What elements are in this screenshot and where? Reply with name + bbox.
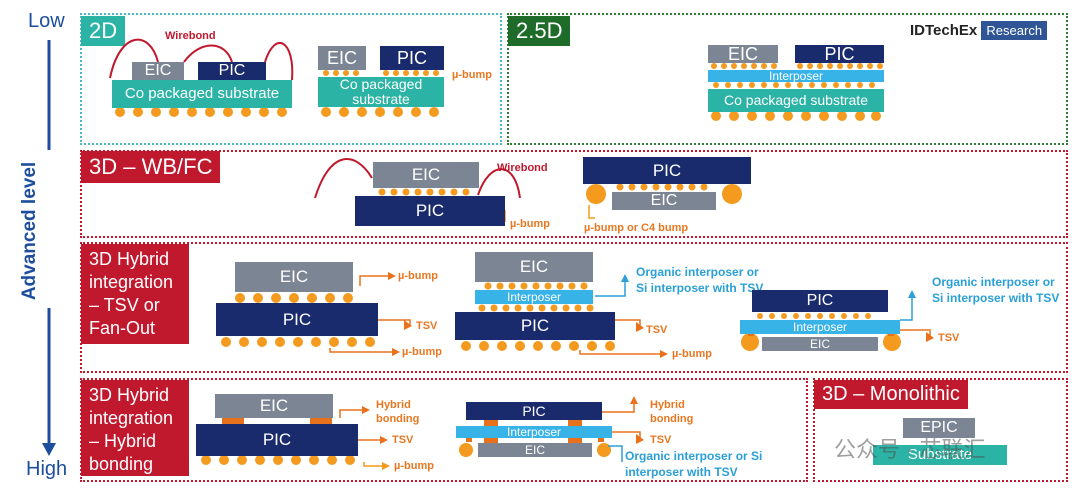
axis-high-label: High xyxy=(26,458,68,480)
2d-ubump-label: µ-bump xyxy=(452,69,492,81)
panel-2d xyxy=(80,13,502,145)
tsv-right-pic-chip: PIC xyxy=(752,290,888,312)
hb-left-ubump-label: µ-bump xyxy=(394,460,434,472)
2d-fc-substrate: Co packaged substrate xyxy=(318,77,444,107)
tag-3d-wbfc: 3D – WB/FC xyxy=(81,151,221,183)
tsv-right-interposer-label: Organic interposer or Si interposer with… xyxy=(932,275,1060,305)
wbfc-fc-pic-chip: PIC xyxy=(583,157,751,184)
2d-fc-pic-chip: PIC xyxy=(380,46,444,70)
hb-left-tsv-label: TSV xyxy=(392,434,414,446)
tsv-left-pic-chip: PIC xyxy=(216,303,378,336)
wbfc-ubump-label: µ-bump xyxy=(510,218,550,230)
hb-mid-interposer-label: Organic interposer or Si interposer with… xyxy=(625,449,763,479)
tag-3d-hybrid: 3D Hybrid integration – Hybrid bonding xyxy=(81,380,189,476)
2d-eic-chip: EIC xyxy=(132,62,184,80)
tsv-mid-eic-chip: EIC xyxy=(475,252,593,282)
hb-left-hybrid-bonding-label: Hybrid bonding xyxy=(376,399,420,425)
tag-3d-monolithic: 3D – Monolithic xyxy=(814,380,968,409)
2d-fc-eic-chip: EIC xyxy=(318,46,366,70)
2-5d-eic-chip: EIC xyxy=(708,45,778,63)
2-5d-pic-chip: PIC xyxy=(795,45,884,63)
hb-left-pic-chip: PIC xyxy=(196,424,358,456)
tsv-left-tsv-label: TSV xyxy=(416,320,438,332)
hb-mid-interposer: Interposer xyxy=(456,426,612,438)
wbfc-pic-chip: PIC xyxy=(355,196,505,226)
tag-3d-tsv: 3D Hybrid integration – TSV or Fan-Out xyxy=(81,244,189,344)
watermark: 公众号 · 芯联汇 xyxy=(834,437,986,462)
tsv-mid-tsv-label: TSV xyxy=(646,324,668,336)
logo-brand: IDTechEx xyxy=(910,22,978,39)
2d-wirebond-label: Wirebond xyxy=(165,30,216,42)
hb-mid-tsv-label: TSV xyxy=(650,434,672,446)
tsv-mid-ubump-label: µ-bump xyxy=(672,348,712,360)
tag-2-5d: 2.5D xyxy=(508,16,571,46)
mono-substrate: Substrate xyxy=(873,445,1007,465)
axis-title: Advanced level xyxy=(19,161,40,301)
panel-2-5d xyxy=(507,13,1068,145)
2d-pic-chip: PIC xyxy=(198,62,266,80)
tsv-mid-interposer-label: Organic interposer or Si interposer with… xyxy=(636,265,764,295)
panel-3d-monolithic xyxy=(813,378,1068,482)
hb-mid-pic-chip: PIC xyxy=(466,402,602,420)
tag-2d: 2D xyxy=(81,16,126,46)
2d-co-substrate: Co packaged substrate xyxy=(112,80,292,108)
tsv-mid-pic-chip: PIC xyxy=(455,312,615,340)
tsv-left-eic-chip: EIC xyxy=(235,262,353,292)
wbfc-ubump-c4-label: µ-bump or C4 bump xyxy=(584,222,689,234)
tsv-right-eic-chip: EIC xyxy=(762,337,878,351)
tsv-mid-interposer: Interposer xyxy=(475,290,593,304)
logo-suffix: Research xyxy=(981,21,1048,40)
hb-left-eic-chip: EIC xyxy=(215,394,333,418)
panel-3d-wbfc xyxy=(80,150,1068,238)
tsv-left-ubump-top-label: µ-bump xyxy=(398,270,438,282)
idtechex-logo: IDTechEx Research xyxy=(910,21,1048,40)
tsv-right-interposer: Interposer xyxy=(740,320,900,334)
wbfc-eic-chip: EIC xyxy=(373,162,479,188)
mono-epic-chip: EPIC xyxy=(903,418,975,438)
axis-low-label: Low xyxy=(28,10,65,32)
tsv-right-tsv-label: TSV xyxy=(938,332,960,344)
tsv-left-ubump-bottom-label: µ-bump xyxy=(402,346,442,358)
wbfc-wirebond-label: Wirebond xyxy=(497,162,548,174)
hb-mid-hybrid-bonding-label: Hybrid bonding xyxy=(650,399,694,425)
hb-mid-eic-chip: EIC xyxy=(478,443,592,457)
wbfc-fc-eic-chip: EIC xyxy=(612,192,716,210)
2-5d-co-substrate: Co packaged substrate xyxy=(708,89,884,112)
2d-fc-substrate-label: Co packaged substrate xyxy=(339,76,423,107)
2-5d-interposer: Interposer xyxy=(708,70,884,82)
